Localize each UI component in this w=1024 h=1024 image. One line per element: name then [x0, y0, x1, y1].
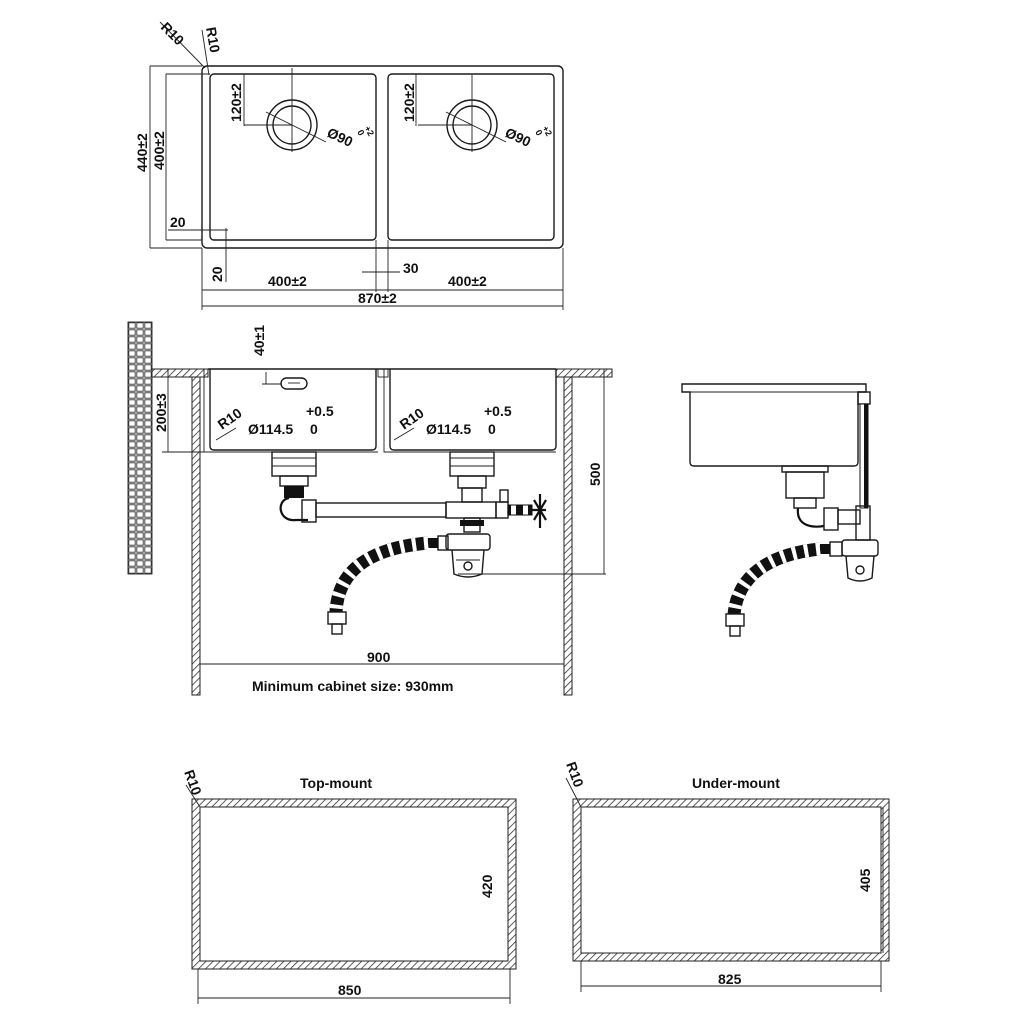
- right-waste-tol-low: 0: [488, 421, 496, 437]
- right-waste-tol-high: +0.5: [484, 403, 512, 419]
- outer-radius-label: R10: [158, 19, 188, 49]
- right-section-radius-label: R10: [397, 404, 427, 432]
- right-bowl-width-label: 400±2: [448, 273, 487, 289]
- left-section-radius-label: R10: [215, 404, 245, 432]
- cabinet-depth-label: 500: [587, 462, 603, 486]
- top-mount-width-label: 850: [338, 982, 362, 998]
- left-waste-tol-high: +0.5: [306, 403, 334, 419]
- wall-tiles: [127, 321, 153, 575]
- side-flexible-hose: [727, 542, 821, 615]
- right-bowl-section: [389, 369, 557, 451]
- left-drain-offset-label: 120±2: [228, 83, 244, 122]
- under-mount-width-label: 825: [718, 971, 742, 987]
- left-waste-tol-low: 0: [310, 421, 318, 437]
- cabinet-wall-left: [191, 376, 201, 696]
- hose-end-fitting: [327, 611, 347, 625]
- overall-width-label: 870±2: [358, 290, 397, 306]
- top-mount-title: Top-mount: [300, 775, 372, 791]
- front-section-view: [127, 321, 613, 696]
- left-waste-diameter-label: Ø114.5: [248, 421, 293, 437]
- left-drain: [244, 68, 327, 152]
- divider-width-label: 30: [403, 260, 419, 276]
- sink-outline: [201, 65, 564, 249]
- left-waste-fitting: [271, 451, 447, 523]
- right-drain-offset-label: 120±2: [401, 83, 417, 122]
- flexible-hose: [329, 536, 429, 613]
- left-bowl-section: [209, 369, 377, 451]
- side-overflow-hose: [859, 403, 869, 509]
- right-drain-tol-low: 0: [533, 128, 544, 137]
- under-mount-radius-label: R10: [563, 760, 587, 790]
- side-bowl: [681, 383, 867, 467]
- side-section-view: [681, 383, 879, 637]
- top-mount-radius-label: R10: [181, 768, 205, 798]
- bowl-height-label: 200±3: [153, 393, 169, 432]
- bottle-trap: [428, 533, 491, 578]
- right-drain-diameter-label: Ø90: [503, 124, 534, 150]
- cabinet-width-label: 900: [367, 649, 391, 665]
- cabinet-wall-right: [563, 376, 573, 696]
- bowl-depth-label: 400±2: [151, 131, 167, 170]
- right-waste-fitting: [445, 451, 547, 533]
- left-drain-diameter-label: Ø90: [325, 124, 356, 150]
- min-cabinet-caption: Minimum cabinet size: 930mm: [252, 678, 454, 694]
- overflow-slot: [280, 377, 308, 390]
- countertop-left: [151, 368, 209, 378]
- under-mount-height-label: 405: [857, 868, 873, 892]
- overall-depth-label: 440±2: [134, 133, 150, 172]
- under-mount-cutout: [565, 777, 890, 992]
- inner-radius-label: R10: [203, 26, 223, 54]
- right-waste-diameter-label: Ø114.5: [426, 421, 471, 437]
- left-drain-tol-high: +2: [362, 124, 376, 138]
- left-drain-tol-low: 0: [355, 128, 366, 137]
- top-plan-view: [149, 21, 564, 310]
- rim-bottom-label: 20: [209, 266, 225, 282]
- top-mount-height-label: 420: [479, 874, 495, 898]
- right-drain-tol-high: +2: [540, 124, 554, 138]
- overflow-height-label: 40±1: [251, 325, 267, 356]
- rim-side-label: 20: [170, 214, 186, 230]
- top-mount-cutout: [185, 784, 517, 1004]
- left-bowl-width-label: 400±2: [268, 273, 307, 289]
- right-bowl: [387, 73, 555, 241]
- under-mount-title: Under-mount: [692, 775, 780, 791]
- right-drain: [418, 75, 507, 152]
- left-bowl: [209, 73, 377, 241]
